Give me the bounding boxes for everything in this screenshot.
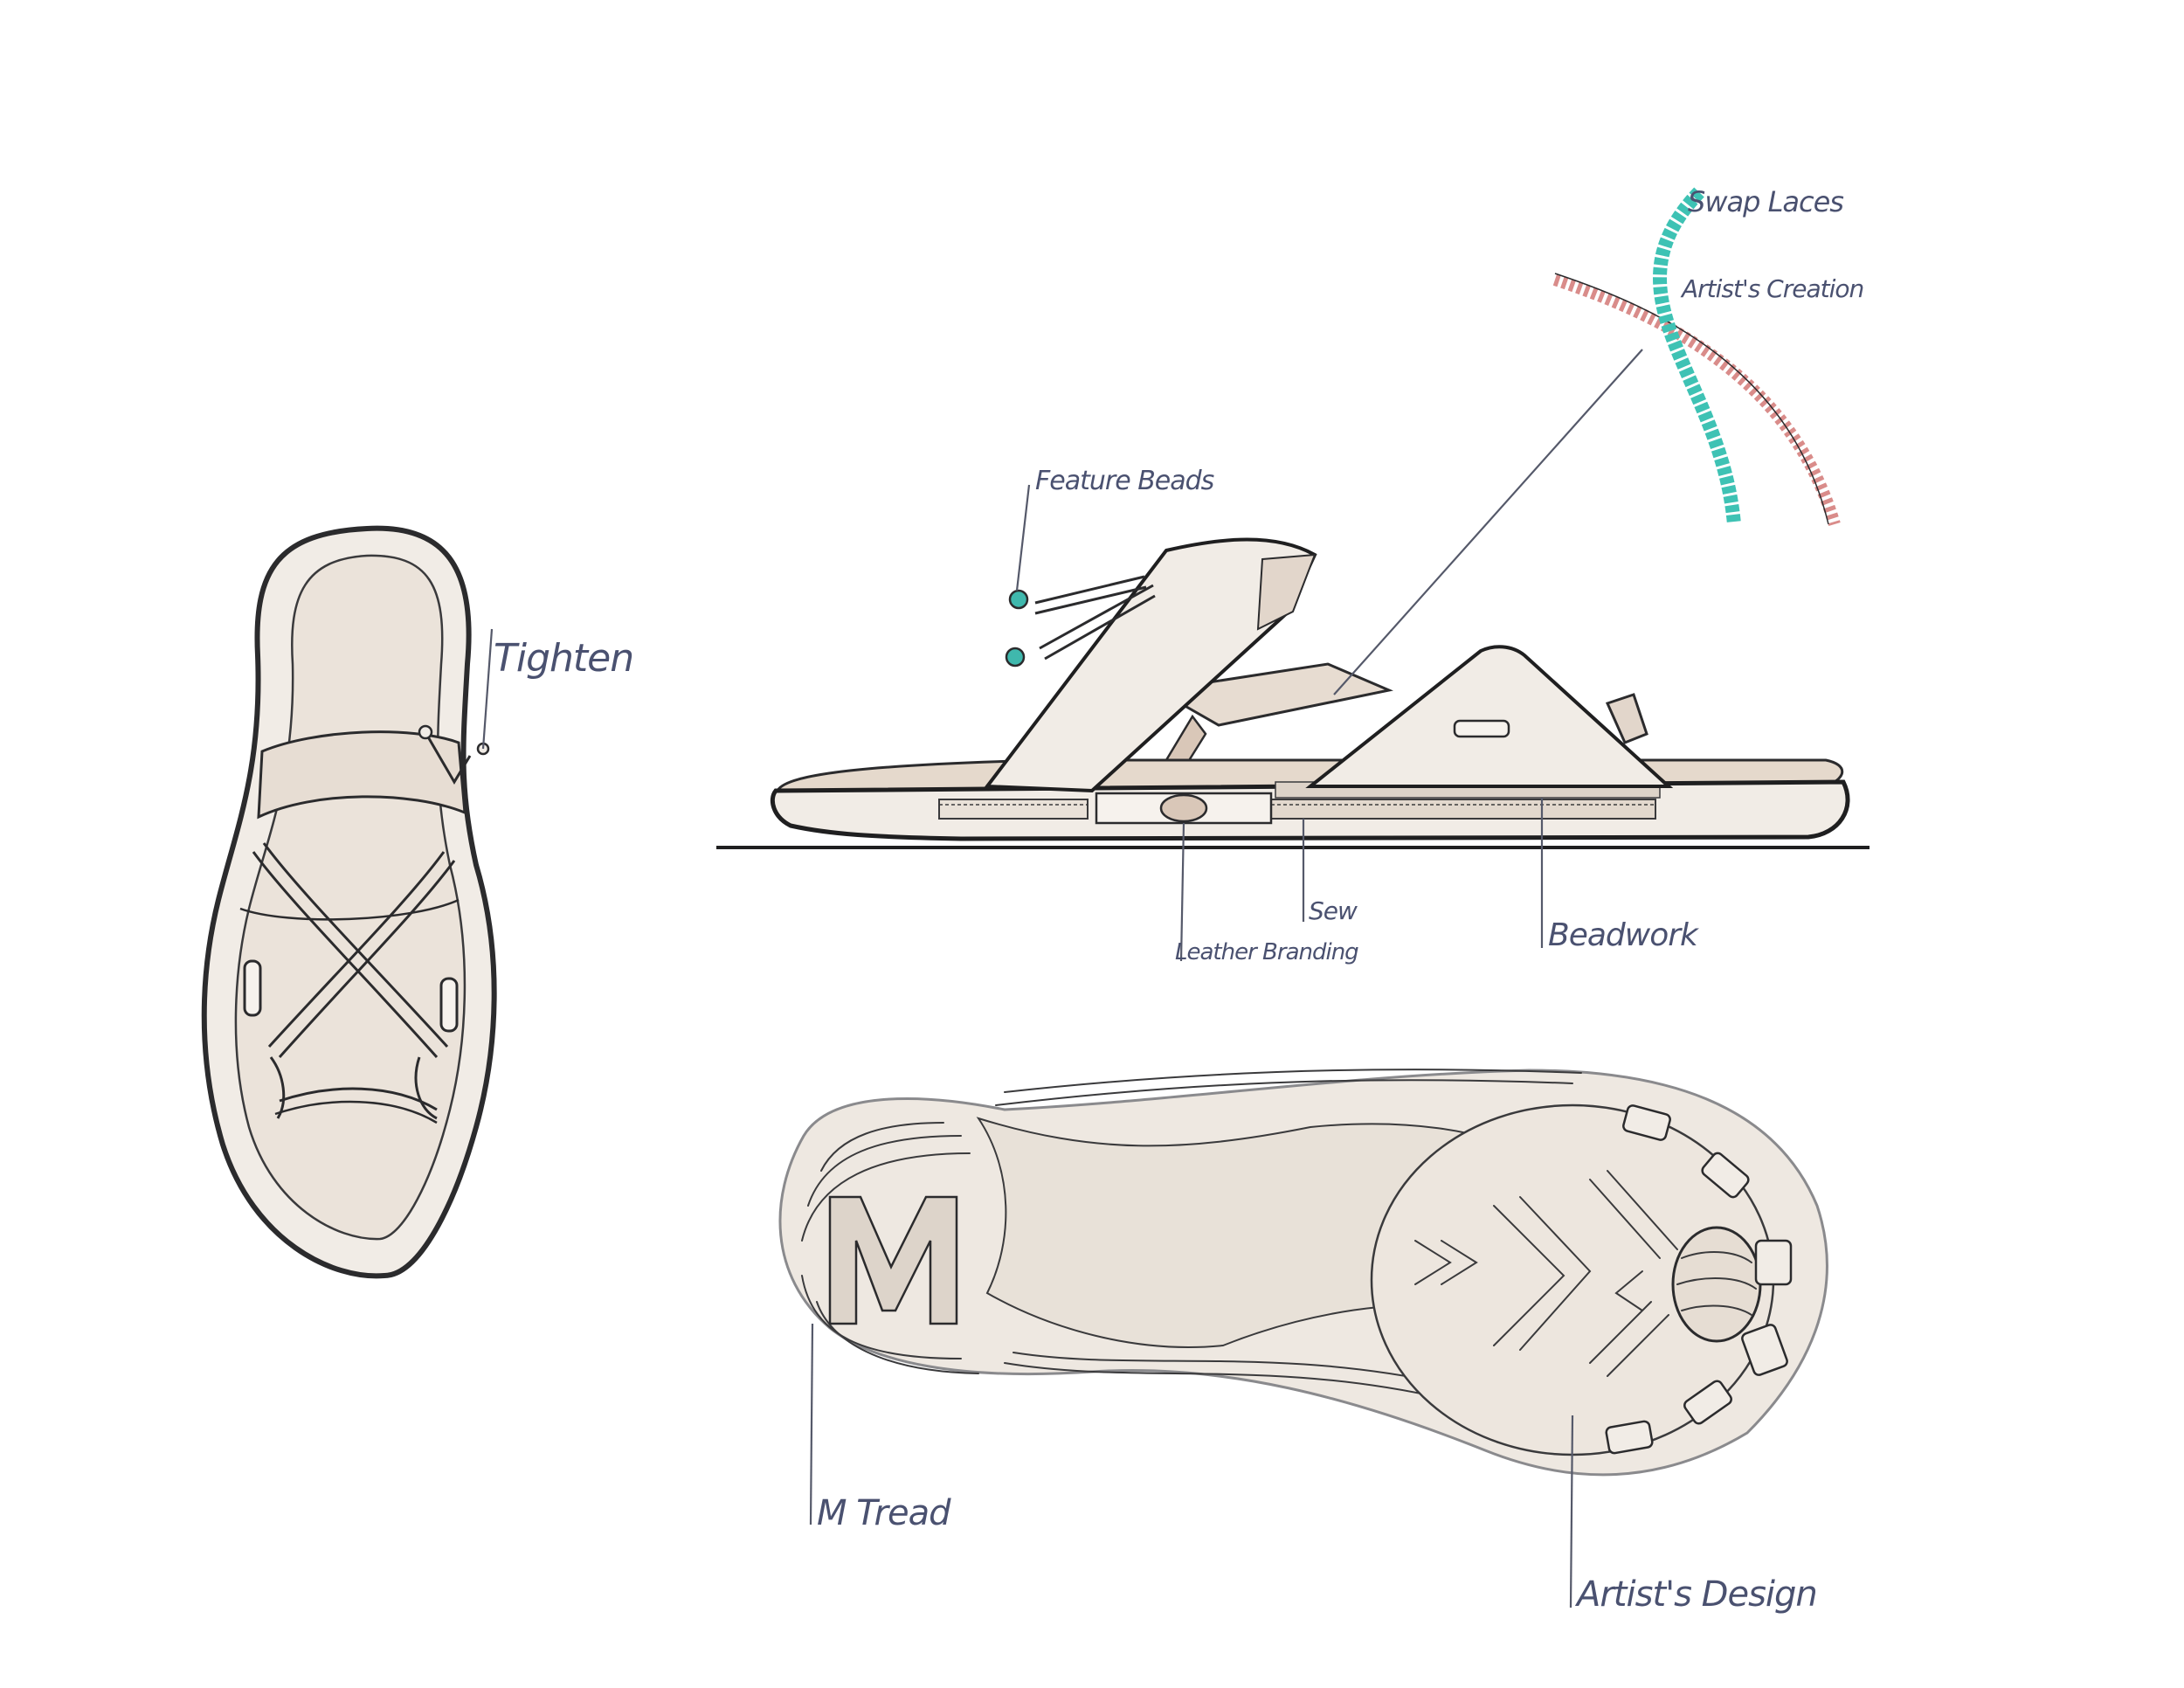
swap-laces-sample [1552,187,1841,526]
heel-strap [257,730,467,820]
lace-pulls [1005,575,1156,668]
forefoot-tread-pattern [1414,1170,1678,1377]
top-view-sandal [201,525,497,1279]
feature-bead-lower [1005,647,1026,668]
feature-bead-upper [1008,589,1029,610]
leather-branding-label: Leather Branding [1175,939,1358,965]
left-loop [243,959,262,1017]
m-tread-logo [828,1195,958,1325]
artists-creation-label: Artist's Creation [1680,274,1863,303]
tighten-leader [481,628,494,750]
sew-strip [938,799,1089,820]
rear-strap [1153,662,1393,727]
swap-laces-label: Swap Laces [1688,185,1843,218]
right-loop [439,977,459,1033]
m-tread-leader [809,1323,814,1525]
top-view-footbed [234,554,467,1241]
swap-laces-leader [1333,349,1643,695]
sew-label: Sew [1309,896,1358,925]
heel-tread [801,1122,979,1374]
branding-emblem [1159,793,1208,823]
side-view-sandal [716,537,1870,849]
m-tread-label: M Tread [817,1493,951,1533]
sew-strip-2 [1270,799,1656,820]
tighten-toggle [425,733,472,785]
lace-red [1552,273,1841,526]
tighten-label: Tighten [494,636,633,681]
beadwork-label: Beadwork [1548,917,1700,953]
toe-lugs [1605,1104,1793,1455]
outsole-view [778,1069,1828,1477]
feature-beads-label: Feature Beads [1035,466,1214,496]
leather-branding-leader [1179,822,1185,962]
artists-design-label: Artist's Design [1574,1574,1817,1615]
lace-teal [1653,187,1741,525]
toe-strap [1305,645,1674,788]
feature-beads-leader [1015,484,1031,591]
toggle-bead [418,724,433,740]
toe-strap-slot [1453,719,1510,738]
artists-design-leader [1569,1415,1574,1608]
